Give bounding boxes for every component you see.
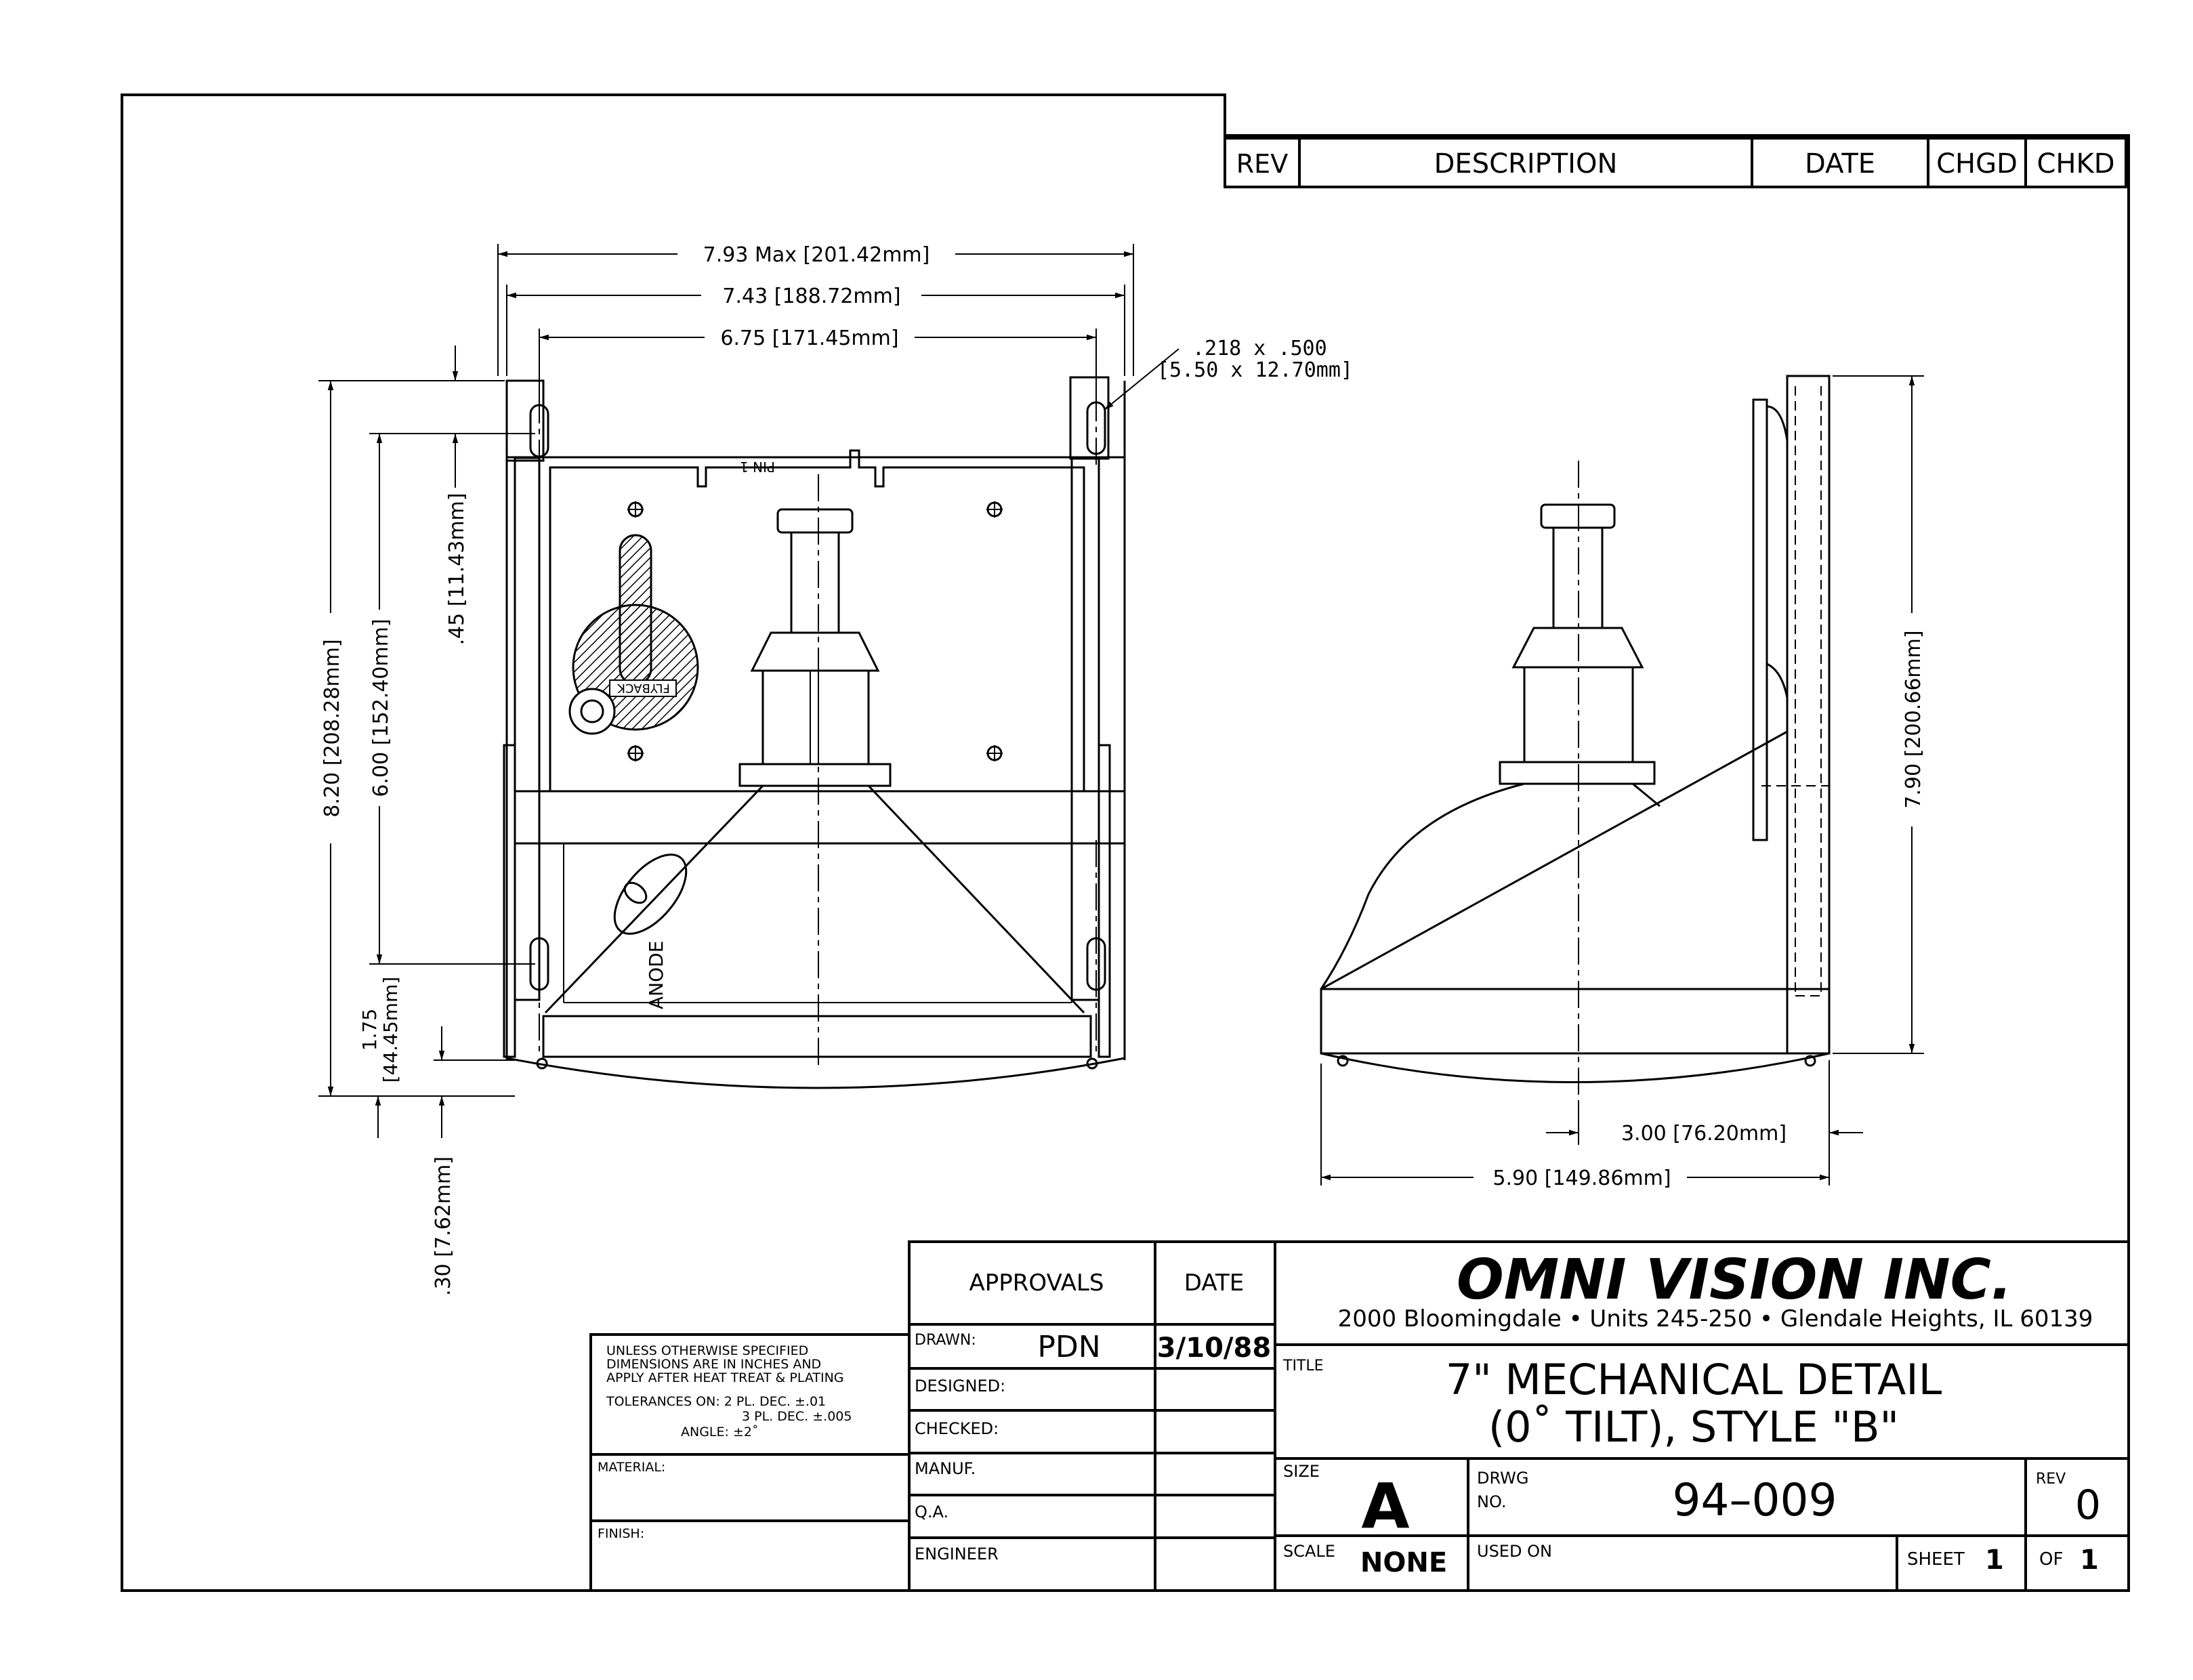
of-label: OF (2039, 1549, 2063, 1570)
note-line-3: APPLY AFTER HEAT TREAT & PLATING (606, 1370, 844, 1385)
mounting-hole-icon (627, 745, 644, 761)
dimension-depth: 5.90 [149.86mm] (1320, 1064, 1829, 1190)
dimension-top-offset: .45 [11.43mm] (445, 345, 469, 646)
rev-value: 0 (2075, 1482, 2101, 1529)
of-value: 1 (2080, 1545, 2099, 1576)
mount-spacing-label: 6.00 [152.40mm] (369, 618, 393, 797)
revision-block: REV DESCRIPTION DATE CHGD CHKD (1224, 137, 2127, 188)
note-line-2: DIMENSIONS ARE IN INCHES AND (606, 1357, 821, 1372)
inner-width-label: 6.75 [171.45mm] (720, 327, 898, 350)
anode-label: ANODE (645, 941, 667, 1009)
size-value: A (1361, 1470, 1409, 1542)
title-block: OMNI VISION INC. 2000 Bloomingdale • Uni… (1274, 1240, 2130, 1592)
manuf-label: MANUF. (915, 1459, 976, 1478)
drawing-number: 94–009 (1673, 1474, 1837, 1526)
mounting-hole-icon (627, 501, 644, 518)
drwg-label-2: NO. (1477, 1492, 1507, 1511)
size-label: SIZE (1283, 1462, 1320, 1481)
chgd-header: CHGD (1936, 148, 2018, 180)
overall-width-label: 7.93 Max [201.42mm] (703, 243, 930, 267)
rev-label: REV (2036, 1471, 2066, 1488)
checked-label: CHECKED: (915, 1419, 999, 1438)
designed-label: DESIGNED: (915, 1377, 1005, 1395)
depth-label: 5.90 [149.86mm] (1492, 1167, 1671, 1190)
drwg-label-1: DRWG (1477, 1469, 1529, 1488)
mounting-slot-icon (1086, 394, 1106, 467)
title-label: TITLE (1282, 1358, 1324, 1374)
rev-header: REV (1236, 149, 1288, 179)
sheet-value: 1 (1985, 1545, 2004, 1576)
finish-label: FINISH: (598, 1526, 644, 1541)
scale-value: NONE (1360, 1547, 1447, 1578)
slot-label-1: .218 x .500 (1192, 337, 1327, 360)
approvals-header: APPROVALS (969, 1269, 1104, 1297)
dimension-bottom: 1.75 [44.45mm] (358, 977, 402, 1138)
front-view: PIN 1 FLYBACK (318, 243, 1353, 1296)
chkd-header: CHKD (2037, 148, 2114, 180)
approvals-block: APPROVALS DATE DRAWN: PDN 3/10/88 DESIGN… (908, 1240, 1276, 1592)
drawn-value: PDN (1037, 1330, 1100, 1364)
mounting-slot-icon (1086, 840, 1106, 1057)
flyback-icon: FLYBACK (568, 534, 699, 735)
company-name: OMNI VISION INC. (1457, 1248, 2012, 1312)
drawing-border (121, 93, 2130, 1592)
note-line-6: ANGLE: ±2˚ (681, 1425, 758, 1440)
title-line-2: (0˚ TILT), STYLE "B" (1488, 1402, 1899, 1452)
mounting-hole-icon (986, 501, 1003, 518)
side-view: 7.90 [200.66mm] 3.00 [76.20mm] 5.90 [149… (1320, 375, 1925, 1190)
note-line-5: 3 PL. DEC. ±.005 (742, 1409, 852, 1424)
pin-1-label: PIN 1 (740, 459, 775, 475)
dimension-inner-width: 6.75 [171.45mm] (539, 327, 1097, 400)
bottom-label-1: 1.75 (358, 1009, 381, 1051)
slot-label-2: [5.50 x 12.70mm] (1157, 358, 1353, 382)
drawn-label: DRAWN: (915, 1332, 976, 1349)
mounting-slot-icon (529, 840, 549, 1057)
mounting-slot-icon (529, 396, 549, 467)
mounting-hole-icon (986, 745, 1003, 761)
dimension-neck-depth: 3.00 [76.20mm] (1546, 1060, 1863, 1185)
dimension-width: 7.43 [188.72mm] (506, 285, 1125, 376)
drawn-date: 3/10/88 (1157, 1332, 1271, 1364)
engineer-label: ENGINEER (915, 1545, 999, 1563)
notes-block: UNLESS OTHERWISE SPECIFIED DIMENSIONS AR… (589, 1333, 911, 1592)
company-address: 2000 Bloomingdale • Units 245-250 • Glen… (1338, 1305, 2093, 1332)
note-line-4: TOLERANCES ON: 2 PL. DEC. ±.01 (606, 1394, 826, 1409)
date-header: DATE (1805, 148, 1875, 180)
dimension-slot: .218 x .500 [5.50 x 12.70mm] (1104, 337, 1353, 411)
dimension-base-offset: .30 [7.62mm] (432, 1026, 515, 1296)
title-line-1: 7" MECHANICAL DETAIL (1446, 1355, 1942, 1404)
approvals-date-header: DATE (1184, 1269, 1244, 1297)
anode-icon (613, 854, 688, 935)
sheet-label: SHEET (1907, 1549, 1965, 1570)
neck-depth-label: 3.00 [76.20mm] (1621, 1122, 1787, 1146)
bottom-label-2: [44.45mm] (379, 977, 402, 1083)
side-height-label: 7.90 [200.66mm] (1902, 630, 1925, 808)
description-header: DESCRIPTION (1434, 148, 1618, 180)
overall-height-label: 8.20 [208.28mm] (320, 639, 344, 817)
used-on-label: USED ON (1477, 1542, 1552, 1561)
material-label: MATERIAL: (598, 1460, 665, 1475)
flyback-label: FLYBACK (617, 681, 670, 695)
dimension-side-height: 7.90 [200.66mm] (1833, 375, 1925, 1054)
note-line-1: UNLESS OTHERWISE SPECIFIED (606, 1343, 808, 1358)
scale-label: SCALE (1283, 1542, 1335, 1561)
base-offset-label: .30 [7.62mm] (432, 1156, 455, 1296)
crt-tube (506, 508, 1125, 1089)
top-offset-label: .45 [11.43mm] (445, 493, 469, 646)
dimension-overall-width: 7.93 Max [201.42mm] (497, 243, 1134, 376)
width-label: 7.43 [188.72mm] (722, 285, 900, 308)
qa-label: Q.A. (915, 1503, 948, 1521)
dimension-mount-spacing: 6.00 [152.40mm] (369, 433, 535, 965)
dimension-overall-height: 8.20 [208.28mm] (318, 380, 515, 1097)
